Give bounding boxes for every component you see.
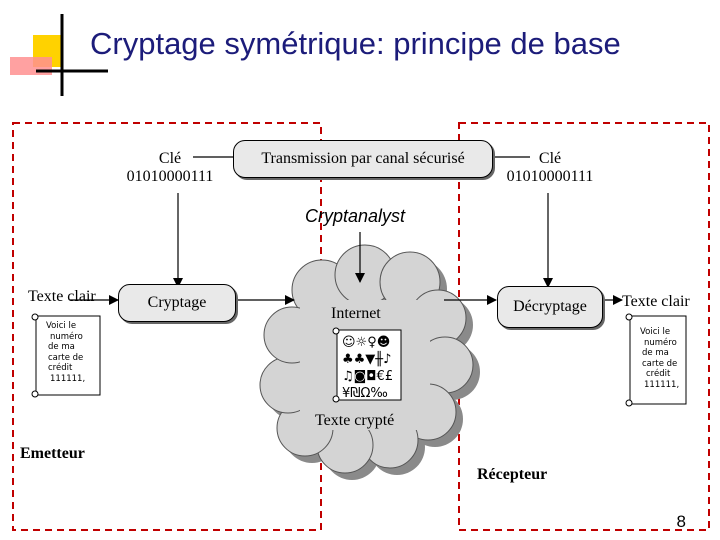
ciphertext-body: ☺☼♀☻ ♣♣▼╫♪ ♫◙◘€£ ¥₪Ω‰: [342, 335, 394, 401]
ciphertext-label: Texte crypté: [315, 412, 395, 429]
plaintext-left-body: Voici le numéro de ma carte de crédit 11…: [46, 321, 86, 384]
internet-label: Internet: [331, 305, 381, 322]
page-number: 8: [676, 512, 686, 531]
page-title: Cryptage symétrique: principe de base: [90, 26, 621, 61]
plaintext-left-label: Texte clair: [28, 288, 96, 305]
cryptanalyst-label: Cryptanalyst: [305, 206, 406, 226]
scroll-right: [625, 313, 687, 407]
receiver-label: Récepteur: [477, 466, 548, 483]
sender-label: Emetteur: [20, 445, 85, 462]
encrypt-box: Cryptage: [118, 284, 236, 322]
sender-region: [12, 122, 322, 531]
decrypt-box: Décryptage: [497, 286, 603, 328]
plaintext-right-body: Voici le numéro de ma carte de crédit 11…: [640, 327, 680, 390]
key-right: Clé 01010000111: [506, 150, 594, 185]
logo-decoration: [10, 14, 108, 96]
scroll-cipher: [332, 327, 402, 403]
scroll-left: [31, 313, 101, 398]
key-left: Clé 01010000111: [126, 150, 214, 185]
plaintext-right-label: Texte clair: [622, 293, 690, 310]
internet-cloud: [259, 244, 480, 480]
secure-channel-box: Transmission par canal sécurisé: [233, 140, 493, 178]
